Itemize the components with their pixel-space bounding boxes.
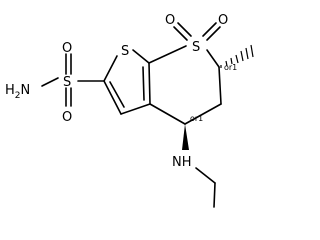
- bond-ch2-ch3: [213, 182, 216, 208]
- atom-o-sulfonamide-top: O: [62, 41, 72, 56]
- bond-c7a-c3a-a: [148, 62, 151, 105]
- bond-c5-c4: [184, 103, 222, 125]
- bond-c3-c2-a: [103, 80, 122, 115]
- bond-c6-c5: [218, 66, 222, 105]
- bond-c2-s1: [103, 55, 118, 82]
- atom-s-sulfone: S: [192, 40, 200, 55]
- stereo-label-c6: or1: [224, 63, 237, 72]
- atom-s-sulfonamide: S: [63, 75, 71, 90]
- solid-wedge-nh: [182, 124, 189, 150]
- atom-nh2: H2N: [5, 83, 30, 101]
- bond-s7-o-left-b: [173, 26, 188, 41]
- molecule-structure: H2N S O O S S O O NH or1 or1: [5, 13, 254, 208]
- bond-c7a-s7: [148, 45, 187, 64]
- bond-c3a-c3: [120, 103, 151, 115]
- atom-o-sulfone-right: O: [218, 13, 228, 28]
- atom-o-sulfone-left: O: [165, 13, 175, 28]
- atom-o-sulfonamide-bottom: O: [62, 110, 72, 125]
- hashed-wedge-methyl: [220, 44, 254, 68]
- bond-s7-o-left-a: [177, 22, 192, 37]
- bond-s-nh2: [41, 77, 59, 87]
- bond-c3-c2-b: [109, 81, 125, 108]
- bond-s7-o-right-a: [202, 22, 217, 37]
- bond-nh-ch2: [195, 167, 216, 184]
- atom-nh: NH: [172, 155, 192, 170]
- bond-c7a-c3a-b: [142, 66, 145, 101]
- stereo-label-c4: or1: [190, 114, 203, 123]
- atom-s-thiophene: S: [121, 44, 129, 59]
- bond-s7-c6: [206, 49, 220, 68]
- bond-s1-c7a: [132, 49, 150, 64]
- bond-c4-c3a: [149, 103, 186, 125]
- bond-s7-o-right-b: [206, 26, 221, 41]
